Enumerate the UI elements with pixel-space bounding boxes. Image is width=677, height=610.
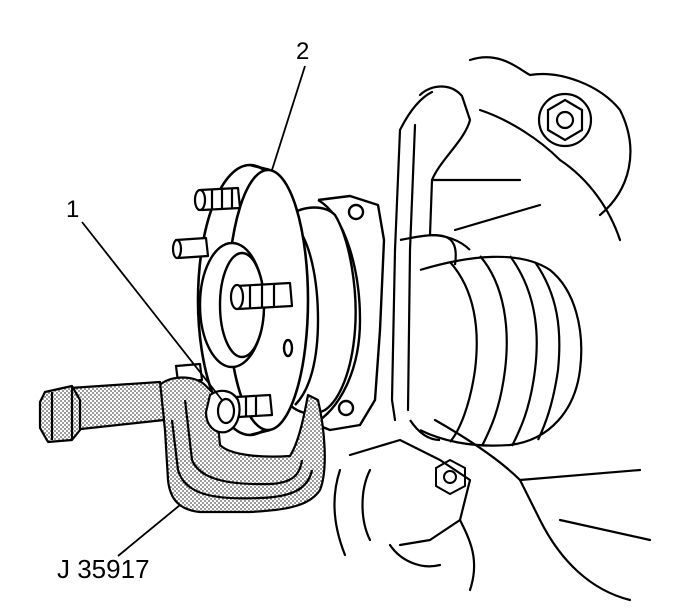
callout-1: 1 [66,196,80,223]
wheel-studs [171,186,294,419]
knuckle-bolt-icon [537,92,593,148]
press-tool-j35917 [38,376,326,514]
steering-knuckle [333,56,652,602]
wheel-stud-left [171,236,210,260]
wheel-stud-middle [229,281,294,311]
tool-callout: J 35917 [57,554,150,584]
leader-lines [81,65,306,557]
leader-line-2 [271,65,306,171]
leader-line-tool [117,504,181,557]
callout-2: 2 [296,38,310,65]
leader-line-1 [81,221,223,401]
lower-bolt-icon [435,458,466,496]
wheel-stud-lower [234,393,274,419]
cv-boot [399,233,583,447]
wheel-stud-top [193,186,242,212]
